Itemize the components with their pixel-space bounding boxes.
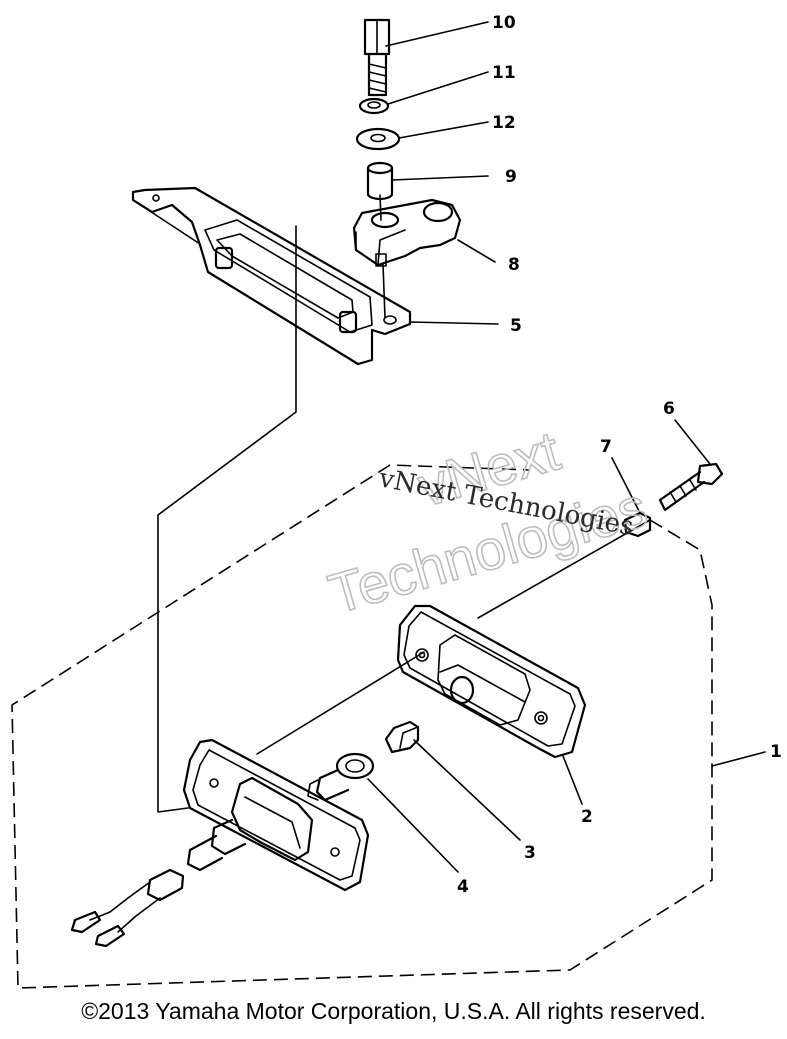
- callout-8: 8: [508, 255, 520, 275]
- callout-2: 2: [581, 807, 593, 827]
- callout-1: 1: [770, 742, 782, 762]
- callout-6: 6: [663, 399, 675, 419]
- holder-8: [352, 198, 462, 267]
- plain-washer-12: [355, 127, 401, 151]
- callout-3: 3: [524, 843, 536, 863]
- callout-12: 12: [492, 113, 516, 133]
- screw-6: [658, 462, 724, 512]
- copyright-notice: ©2013 Yamaha Motor Corporation, U.S.A. A…: [81, 998, 706, 1024]
- lock-washer-11: [358, 97, 390, 115]
- callout-9: 9: [505, 167, 517, 187]
- callout-5: 5: [510, 316, 522, 336]
- collar-9: [366, 161, 394, 201]
- callout-10: 10: [492, 13, 516, 33]
- bolt-10: [363, 18, 391, 97]
- assembly-boundary: [11, 464, 713, 989]
- bulb-3: [384, 720, 420, 754]
- callout-11: 11: [492, 63, 516, 83]
- callout-labels: 10 11 12 9 8 5 6 7 1 2 3 4: [457, 13, 782, 897]
- lamp-base: [70, 738, 370, 948]
- callout-7: 7: [600, 437, 612, 457]
- bracket-5: [131, 186, 412, 366]
- callout-4: 4: [457, 877, 469, 897]
- leader-lines: [367, 21, 766, 873]
- assembly-lines: [157, 194, 651, 813]
- lamp-lens-2: [396, 604, 587, 759]
- socket-4: [307, 752, 375, 802]
